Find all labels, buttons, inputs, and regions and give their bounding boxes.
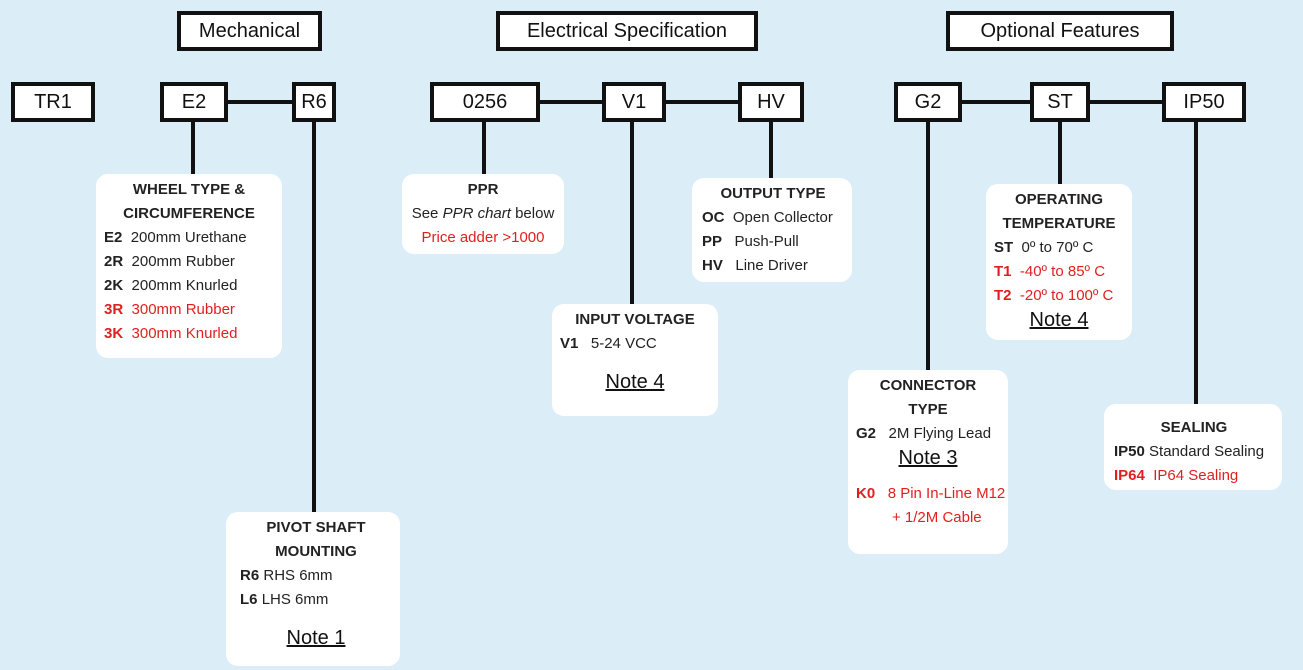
pivot-shaft-title-1: PIVOT SHAFT <box>266 519 366 536</box>
drop-line-ppr <box>482 120 486 176</box>
header-mechanical: Mechanical <box>177 11 322 51</box>
wheel-type-card: WHEEL TYPE & CIRCUMFERENCE E2 200mm Uret… <box>96 174 282 358</box>
connector-note: Note 3 <box>898 447 958 469</box>
input-voltage-card: INPUT VOLTAGE V1 5-24 VCC Note 4 <box>552 304 718 416</box>
connector-title-2: TYPE <box>908 401 948 418</box>
wheel-type-title-1: WHEEL TYPE & <box>132 181 246 198</box>
list-item: R6 RHS 6mm <box>240 567 333 584</box>
drop-line-r6 <box>312 120 316 516</box>
sealing-title: SEALING <box>1160 419 1228 436</box>
code-box-hv: HV <box>738 82 804 122</box>
wheel-type-title-2: CIRCUMFERENCE <box>123 205 255 222</box>
drop-line-v1 <box>630 120 634 306</box>
list-item: IP64 IP64 Sealing <box>1114 467 1239 484</box>
ppr-price-adder: Price adder >1000 <box>421 229 545 246</box>
list-item: ST 0º to 70º C <box>994 239 1094 256</box>
ppr-card: PPR See PPR chart below Price adder >100… <box>402 174 564 254</box>
ppr-see-chart: See PPR chart below <box>411 205 555 222</box>
connector-line-g2-st <box>962 100 1030 104</box>
connector-line-ppr-v1 <box>540 100 602 104</box>
code-box-g2: G2 <box>894 82 962 122</box>
list-item: K0 8 Pin In-Line M12 <box>856 485 1006 502</box>
code-box-tr1: TR1 <box>11 82 95 122</box>
pivot-shaft-card: PIVOT SHAFT MOUNTING R6 RHS 6mm L6 LHS 6… <box>226 512 400 666</box>
output-type-card: OUTPUT TYPE OC Open Collector PP Push-Pu… <box>692 178 852 282</box>
list-item: OC Open Collector <box>702 209 833 226</box>
list-item: 3K 300mm Knurled <box>104 325 238 342</box>
code-box-st: ST <box>1030 82 1090 122</box>
list-item: E2 200mm Urethane <box>104 229 247 246</box>
pivot-shaft-title-2: MOUNTING <box>275 543 357 560</box>
connector-title-1: CONNECTOR <box>879 377 977 394</box>
connector-line-e2-r6 <box>228 100 292 104</box>
drop-line-g2 <box>926 120 930 374</box>
output-type-title: OUTPUT TYPE <box>720 185 826 202</box>
list-item: HV Line Driver <box>702 257 808 274</box>
code-box-v1: V1 <box>602 82 666 122</box>
temperature-title-2: TEMPERATURE <box>1002 215 1116 232</box>
sealing-card: SEALING IP50 Standard Sealing IP64 IP64 … <box>1104 404 1282 490</box>
list-item: V1 5-24 VCC <box>560 335 657 352</box>
drop-line-ip50 <box>1194 120 1198 406</box>
code-box-e2: E2 <box>160 82 228 122</box>
code-box-ip50: IP50 <box>1162 82 1246 122</box>
drop-line-st <box>1058 120 1062 186</box>
voltage-note: Note 4 <box>605 371 665 393</box>
drop-line-hv <box>769 120 773 180</box>
connector-line-st-ip50 <box>1090 100 1162 104</box>
connector-line-v1-hv <box>666 100 738 104</box>
list-item: PP Push-Pull <box>702 233 799 250</box>
temperature-note: Note 4 <box>1029 309 1089 331</box>
header-optional: Optional Features <box>946 11 1174 51</box>
connector-type-card: CONNECTOR TYPE G2 2M Flying Lead Note 3 … <box>848 370 1008 554</box>
operating-temperature-card: OPERATING TEMPERATURE ST 0º to 70º C T1 … <box>986 184 1132 340</box>
drop-line-e2 <box>191 120 195 180</box>
list-item: L6 LHS 6mm <box>240 591 329 608</box>
list-item: 3R 300mm Rubber <box>104 301 235 318</box>
connector-alt-desc-2: + 1/2M Cable <box>892 509 982 526</box>
input-voltage-title: INPUT VOLTAGE <box>575 311 695 328</box>
list-item: 2K 200mm Knurled <box>104 277 238 294</box>
pivot-note: Note 1 <box>286 627 346 649</box>
list-item: T2 -20º to 100º C <box>994 287 1114 304</box>
header-electrical: Electrical Specification <box>496 11 758 51</box>
code-box-ppr: 0256 <box>430 82 540 122</box>
list-item: IP50 Standard Sealing <box>1114 443 1265 460</box>
list-item: T1 -40º to 85º C <box>994 263 1106 280</box>
list-item: 2R 200mm Rubber <box>104 253 235 270</box>
temperature-title-1: OPERATING <box>1014 191 1104 208</box>
ppr-title: PPR <box>467 181 499 198</box>
code-box-r6: R6 <box>292 82 336 122</box>
list-item: G2 2M Flying Lead <box>856 425 992 442</box>
